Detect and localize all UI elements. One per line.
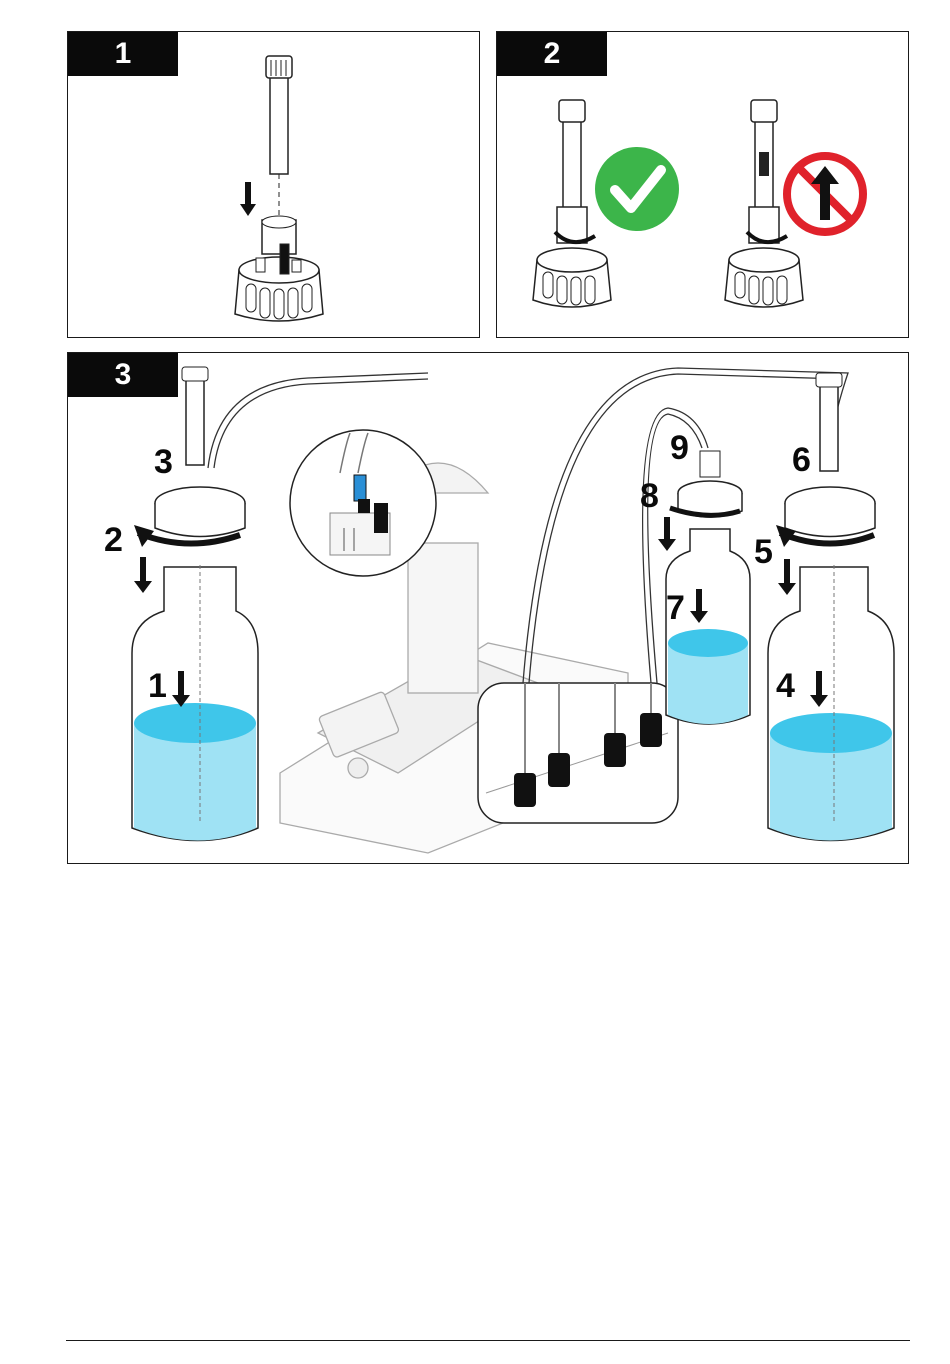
footer-rule <box>66 1340 910 1341</box>
check-icon <box>595 147 679 231</box>
step-1-panel: 1 <box>67 31 480 338</box>
magnified-inset-bottom <box>478 683 678 823</box>
right-bottle <box>768 373 894 841</box>
callout-2: 2 <box>104 521 123 559</box>
step-1-illustration <box>68 32 480 338</box>
down-arrow-icon <box>778 559 796 595</box>
callout-7: 7 <box>666 589 685 627</box>
step-3-panel: 3 <box>67 352 909 864</box>
callout-9: 9 <box>670 429 689 467</box>
magnified-inset-top <box>290 430 436 576</box>
step-2-illustration <box>497 32 909 338</box>
callout-5: 5 <box>754 533 773 571</box>
callout-6: 6 <box>792 441 811 479</box>
step-3-illustration: 1 2 3 4 5 6 7 8 9 <box>68 353 909 864</box>
down-arrow-icon <box>658 517 676 551</box>
liquid <box>134 703 256 743</box>
callout-8: 8 <box>640 477 659 515</box>
tube <box>270 76 288 174</box>
left-bottle <box>132 367 258 841</box>
middle-bottle <box>658 451 750 724</box>
callout-4: 4 <box>776 667 795 705</box>
prohibited-up-arrow-icon <box>787 156 863 232</box>
blue-connector <box>354 475 366 501</box>
down-arrow-icon <box>134 557 152 593</box>
down-arrow-icon <box>240 182 256 216</box>
callout-1: 1 <box>148 667 167 705</box>
step-2-panel: 2 <box>496 31 909 338</box>
tube-cap <box>266 56 292 78</box>
callout-3: 3 <box>154 443 173 481</box>
bottle-cap <box>235 244 323 321</box>
